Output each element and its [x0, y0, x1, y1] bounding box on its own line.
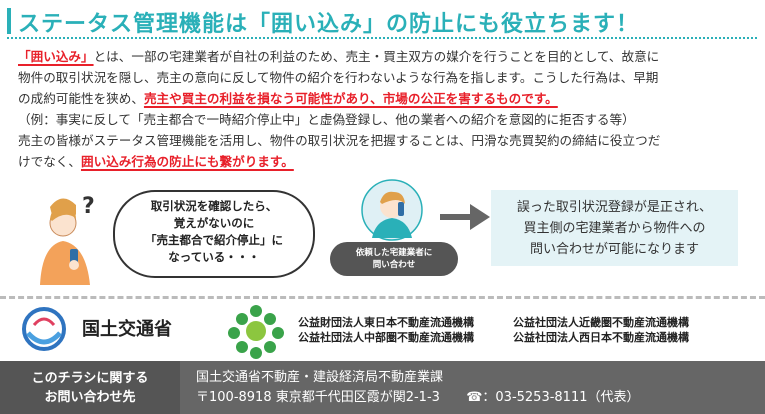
- result-line: 買主側の宅建業者から物件への: [523, 221, 706, 236]
- association-name: 公益社団法人近畿圏不動産流通機構: [513, 316, 689, 329]
- svg-text:?: ?: [82, 194, 95, 219]
- body-text: の成約可能性を狭め、: [18, 91, 144, 106]
- caller-line: 問い合わせ: [372, 260, 416, 270]
- contact-phone: ：03-5253-8111（代表）: [482, 390, 640, 405]
- page-title: ステータス管理機能は「囲い込み」の防止にも役立ちます！: [18, 12, 640, 37]
- contact-line: このチラシに関する: [31, 371, 149, 386]
- section-divider: [0, 296, 765, 299]
- contact-dept: 国土交通省不動産・建設経済局不動産業課: [196, 370, 444, 385]
- bubble-line: なっている・・・: [168, 250, 260, 264]
- mlit-logo-icon: [22, 307, 66, 351]
- body-line: （例：事実に反して「売主都合で一時紹介停止中」と虚偽登録し、他の業者への紹介を意…: [18, 112, 635, 127]
- caller-line: 依頼した宅建業者に: [355, 248, 433, 258]
- result-box: 誤った取引状況登録が是正され、 買主側の宅建業者から物件への 問い合わせが可能に…: [491, 190, 738, 266]
- speech-bubble: 取引状況を確認したら、 覚えがないのに 「売主都合で紹介停止」に なっている・・…: [113, 190, 315, 278]
- association-name: 公益社団法人中部圏不動産流通機構: [298, 331, 474, 344]
- association-name: 公益社団法人西日本不動産流通機構: [513, 331, 689, 344]
- body-text: とは、一部の宅建業者が自社の利益のため、売主・買主双方の媒介を行うことを目的とし…: [93, 49, 660, 64]
- body-text: けでなく、: [18, 154, 81, 169]
- contact-label: このチラシに関する お問い合わせ先: [0, 361, 180, 414]
- phone-call-person-icon: [361, 179, 423, 241]
- body-line: けでなく、囲い込み行為の防止にも繋がります。: [18, 152, 294, 173]
- contact-address-line: 〒100-8918 東京都千代田区霞が関2-1-3 ☎：03-5253-8111…: [196, 388, 640, 408]
- association-name: 公益財団法人東日本不動産流通機構: [298, 316, 474, 329]
- caller-badge: 依頼した宅建業者に 問い合わせ: [330, 242, 458, 276]
- emphasis-text: 「囲い込み」: [18, 49, 94, 64]
- arrow-right-icon: [440, 204, 490, 230]
- mlit-name: 国土交通省: [82, 319, 172, 340]
- bubble-line: 「売主都合で紹介停止」に: [145, 233, 283, 247]
- result-line: 問い合わせが可能になります: [529, 242, 699, 257]
- emphasis-text: 売主や買主の利益を損なう可能性があり、市場の公正を害するものです。: [143, 91, 558, 106]
- contact-address: 〒100-8918 東京都千代田区霞が関2-1-3: [196, 390, 440, 405]
- contact-info: 国土交通省不動産・建設経済局不動産業課 〒100-8918 東京都千代田区霞が関…: [196, 368, 640, 408]
- title-divider: [7, 37, 757, 39]
- body-line: 物件の取引状況を隠し、売主の意向に反して物件の紹介を行わないような行為を指します…: [18, 70, 659, 85]
- title-accent-bar: [7, 8, 11, 34]
- bubble-line: 覚えがないのに: [173, 216, 255, 230]
- confused-person-icon: ?: [40, 194, 95, 285]
- body-line: 「囲い込み」とは、一部の宅建業者が自社の利益のため、売主・買主双方の媒介を行うこ…: [18, 47, 659, 68]
- result-line: 誤った取引状況登録が是正され、: [516, 200, 713, 215]
- contact-line: お問い合わせ先: [44, 390, 136, 405]
- reins-logo-icon: [228, 305, 284, 359]
- emphasis-text: 囲い込み行為の防止にも繋がります。: [80, 154, 294, 169]
- bubble-line: 取引状況を確認したら、: [150, 199, 278, 213]
- body-line: の成約可能性を狭め、売主や買主の利益を損なう可能性があり、市場の公正を害するもの…: [18, 89, 558, 110]
- body-line: 売主の皆様がステータス管理機能を活用し、物件の取引状況を把握することは、円滑な売…: [18, 133, 661, 148]
- phone-icon: ☎: [466, 390, 483, 405]
